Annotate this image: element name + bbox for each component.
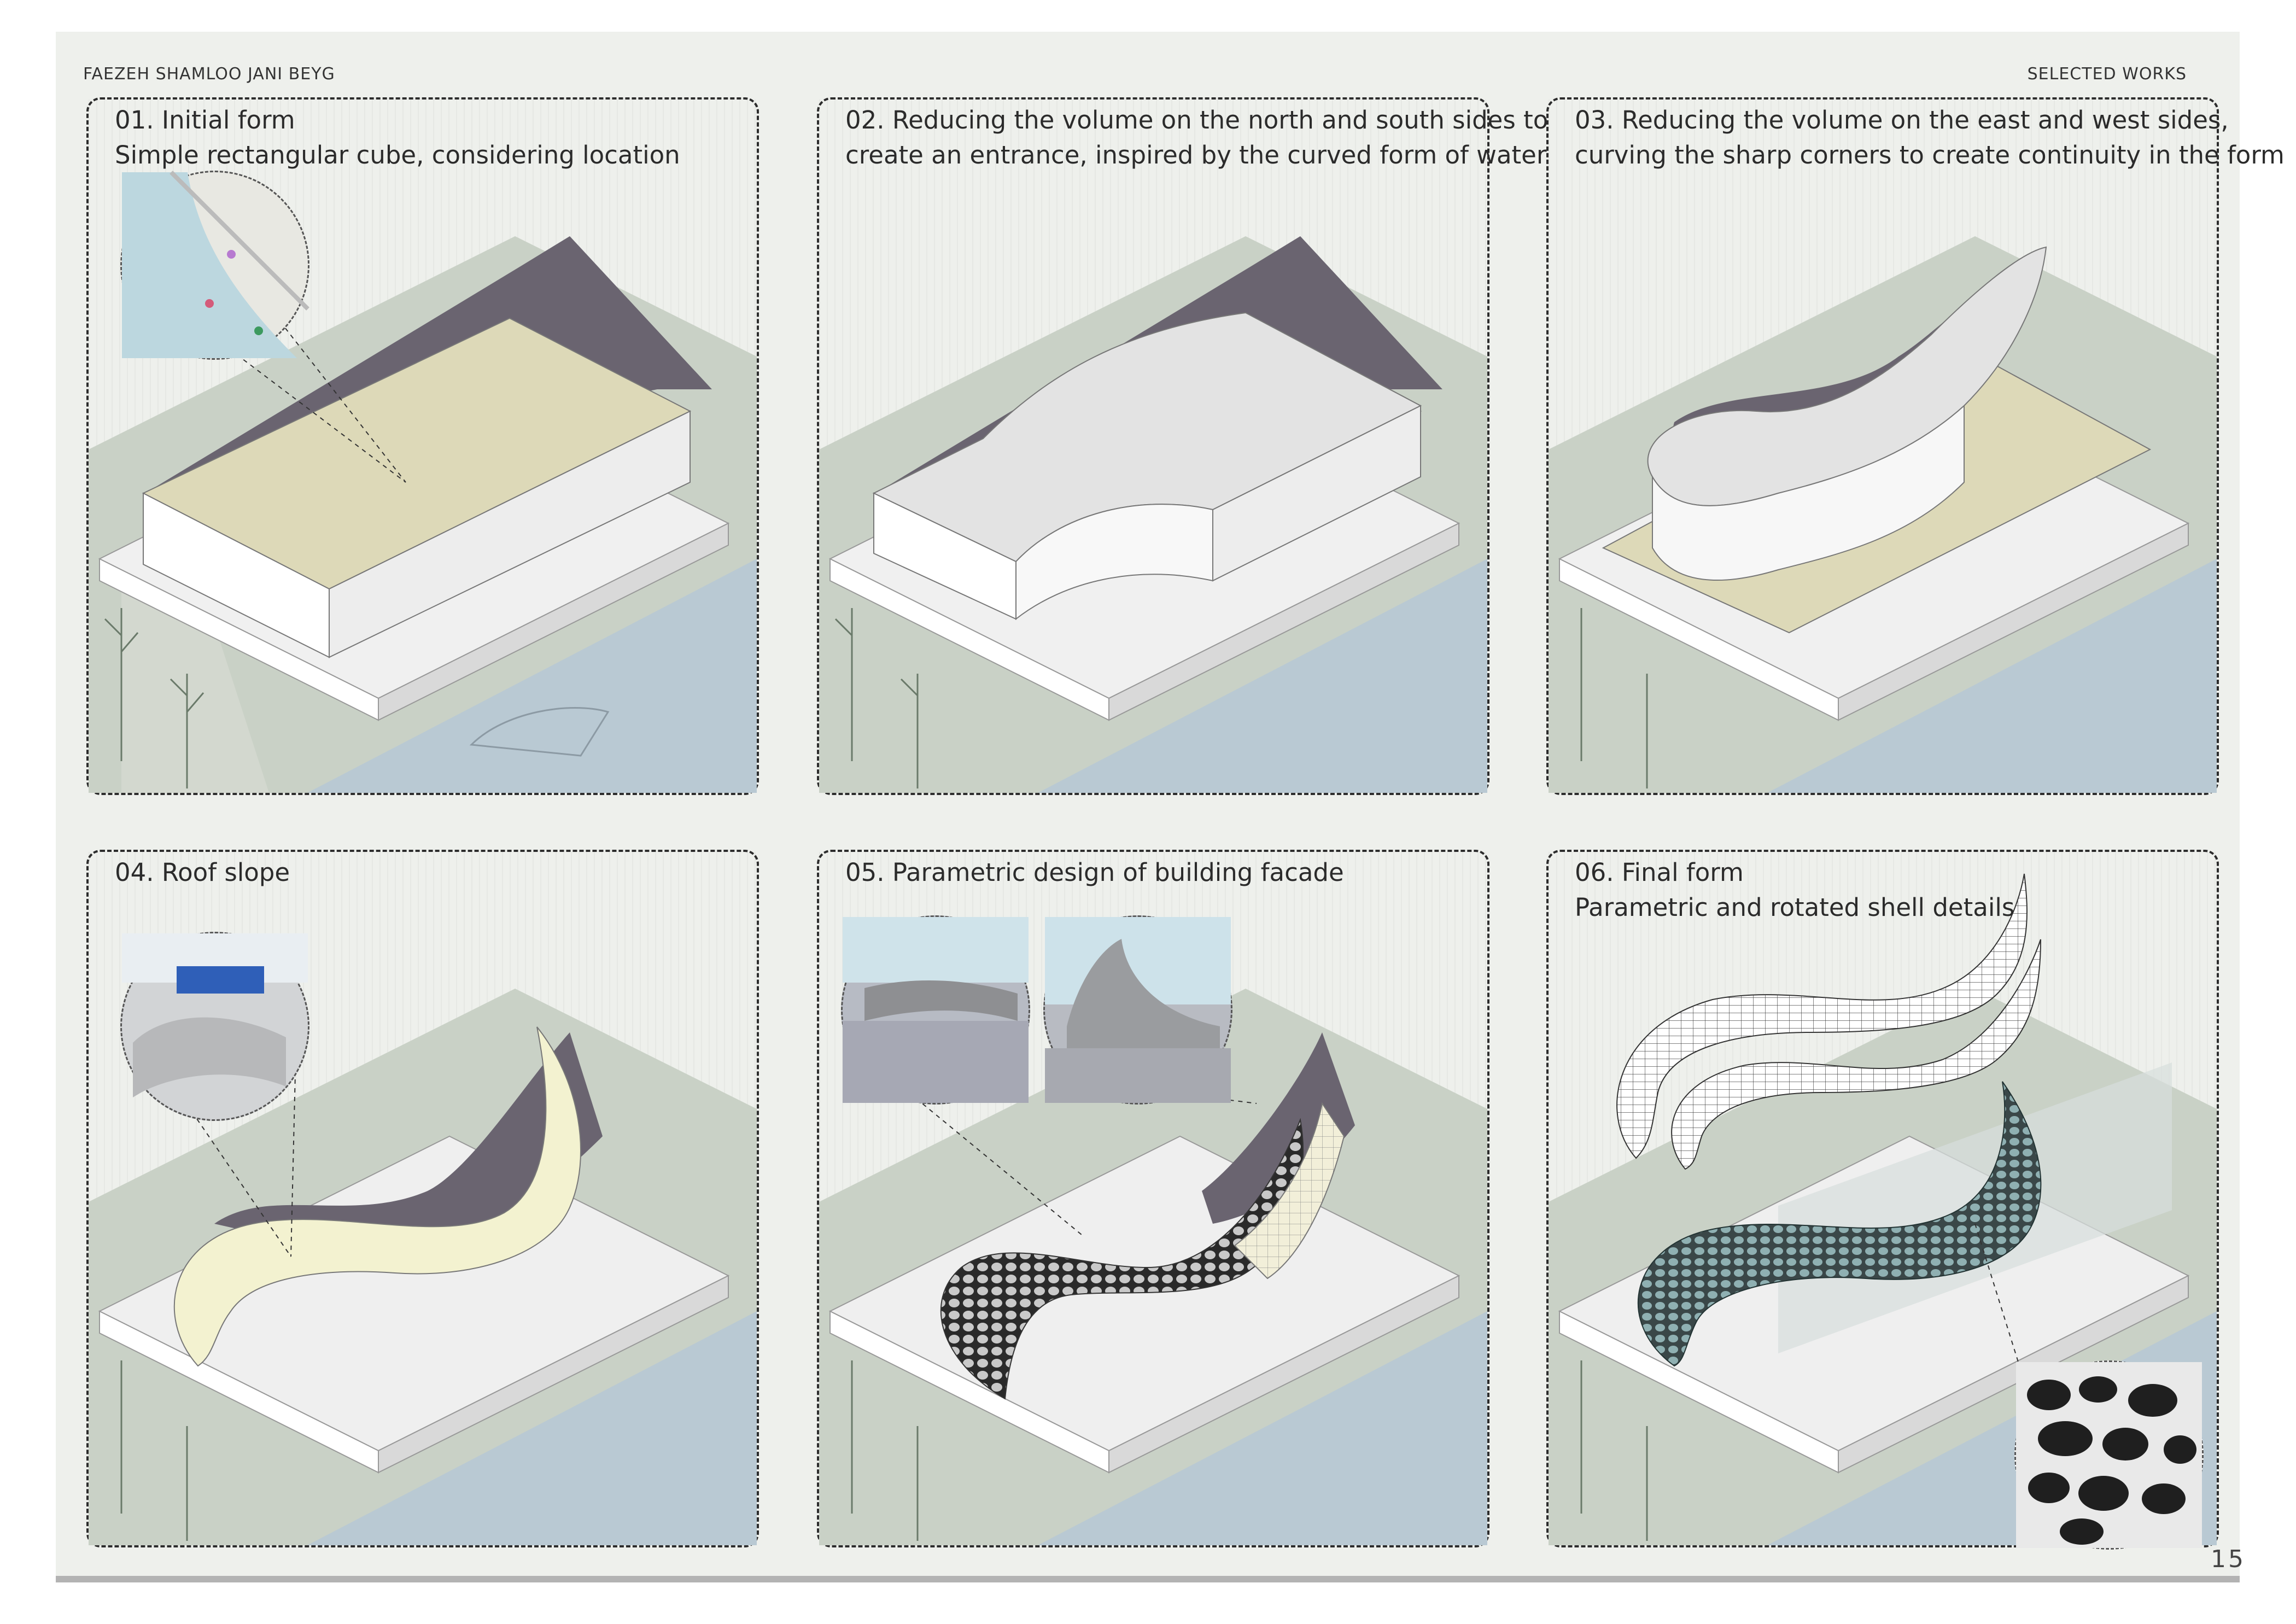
panel-03-title: 03. Reducing the volume on the east and … [1575, 106, 2229, 135]
panel-05-illustration [819, 989, 1487, 1545]
panel-04-illustration [89, 989, 757, 1545]
panel-05-parametric-facade: 05. Parametric design of building facade [817, 850, 1489, 1547]
bottom-rule [56, 1576, 2240, 1582]
panel-03-subtitle: curving the sharp corners to create cont… [1575, 141, 2285, 170]
panel-01-subtitle: Simple rectangular cube, considering loc… [115, 141, 680, 170]
tree-icon [104, 608, 205, 788]
panel-06-title: 06. Final form [1575, 858, 1744, 887]
panel-02-subtitle: create an entrance, inspired by the curv… [845, 141, 1547, 170]
panel-06-subtitle: Parametric and rotated shell details [1575, 893, 2015, 922]
panel-01-initial-form: 01. Initial form Simple rectangular cube… [86, 97, 759, 795]
shell-detail-inset [2014, 1360, 2204, 1550]
panel-02-illustration [819, 236, 1487, 793]
panel-01-title: 01. Initial form [115, 106, 295, 135]
panel-04-title: 04. Roof slope [115, 858, 290, 887]
panel-04-roof-slope: 04. Roof slope [86, 850, 759, 1547]
author-name: FAEZEH SHAMLOO JANI BEYG [83, 65, 335, 84]
section-title: SELECTED WORKS [2027, 65, 2187, 84]
panel-01-illustration [89, 236, 757, 793]
panel-02-reduce-north-south: 02. Reducing the volume on the north and… [817, 97, 1549, 795]
panel-06-final-form: 06. Final form Parametric and rotated sh… [1546, 850, 2219, 1550]
ship-icon [469, 707, 610, 757]
facade-render-inset-left [841, 915, 1030, 1105]
panel-05-title: 05. Parametric design of building facade [845, 858, 1344, 887]
page-number: 15 [2211, 1545, 2246, 1573]
facade-render-inset-right [1043, 915, 1232, 1105]
panel-03-illustration [1549, 236, 2217, 793]
panel-02-title: 02. Reducing the volume on the north and… [845, 106, 1549, 135]
location-map-inset [120, 171, 309, 360]
panel-03-reduce-east-west: 03. Reducing the volume on the east and … [1546, 97, 2285, 795]
roof-render-inset [120, 932, 309, 1121]
